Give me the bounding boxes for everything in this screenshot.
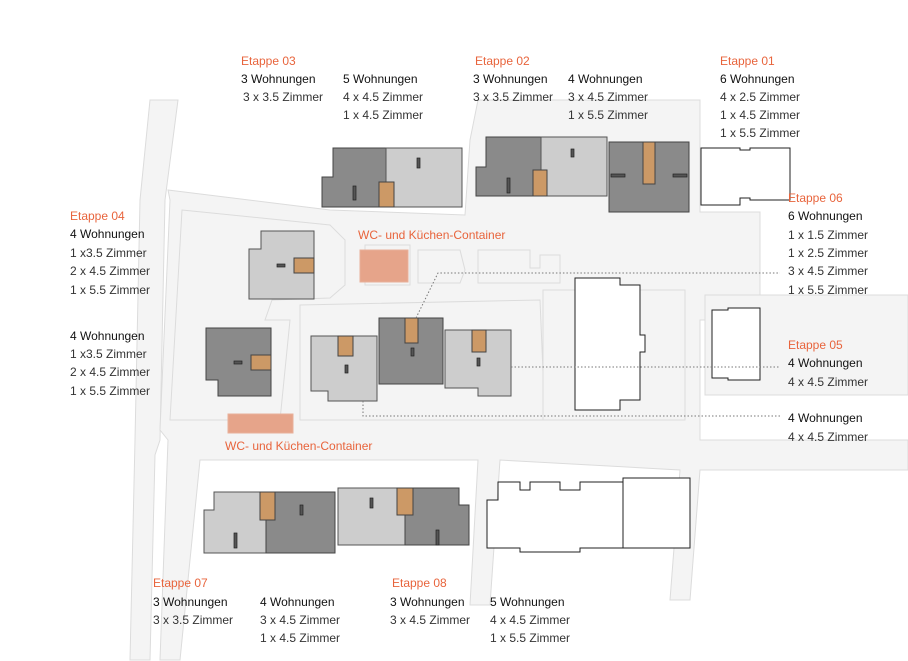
container-top: [359, 249, 409, 283]
building-e05-a: [310, 335, 378, 402]
units-e03-b: 5 Wohnungen: [343, 72, 418, 86]
container-label-top: WC- und Küchen-Container: [358, 228, 506, 242]
rooms: 3 x 4.5 Zimmer: [568, 90, 649, 104]
units-e02-b: 4 Wohnungen: [568, 72, 643, 86]
stage-title-e01: Etappe 01: [720, 54, 775, 68]
rooms: 4 x 4.5 Zimmer: [343, 90, 424, 104]
units-e03-a: 3 Wohnungen: [241, 72, 316, 86]
rooms: 1 x3.5 Zimmer: [70, 347, 147, 361]
rooms: 1 x 5.5 Zimmer: [568, 108, 649, 122]
units-e08-b: 5 Wohnungen: [490, 595, 565, 609]
rooms: 4 x 4.5 Zimmer: [490, 613, 571, 627]
leader-lines: [362, 272, 780, 417]
rooms: 2 x 4.5 Zimmer: [70, 365, 151, 379]
rooms: 1 x 5.5 Zimmer: [490, 631, 571, 645]
stage-title-e02: Etappe 02: [475, 54, 530, 68]
units-e04-b: 4 Wohnungen: [70, 329, 145, 343]
rooms: 1 x 4.5 Zimmer: [720, 108, 801, 122]
building-e02-b: [540, 136, 608, 197]
rooms: 1 x 4.5 Zimmer: [260, 631, 341, 645]
units-e02-a: 3 Wohnungen: [473, 72, 548, 86]
stage-title-e06: Etappe 06: [788, 191, 843, 205]
rooms: 1 x 5.5 Zimmer: [70, 384, 151, 398]
units-e06-a: 6 Wohnungen: [788, 209, 863, 223]
rooms: 3 x 4.5 Zimmer: [390, 613, 471, 627]
rooms: 1 x 5.5 Zimmer: [70, 283, 151, 297]
rooms: 1 x3.5 Zimmer: [70, 246, 147, 260]
building-e08-a: [337, 487, 406, 546]
units-e07-a: 3 Wohnungen: [153, 595, 228, 609]
rooms: 4 x 2.5 Zimmer: [720, 90, 801, 104]
rooms: 3 x 4.5 Zimmer: [788, 264, 869, 278]
units-e07-b: 4 Wohnungen: [260, 595, 335, 609]
rooms: 4 x 4.5 Zimmer: [788, 375, 869, 389]
rooms: 3 x 3.5 Zimmer: [473, 90, 554, 104]
units-e04-a: 4 Wohnungen: [70, 227, 145, 241]
building-e03-b: [385, 147, 463, 208]
rooms: 1 x 5.5 Zimmer: [788, 283, 869, 297]
units-e01-a: 6 Wohnungen: [720, 72, 795, 86]
stage-title-e07: Etappe 07: [153, 576, 208, 590]
stage-title-e03: Etappe 03: [241, 54, 296, 68]
rooms: 1 x 2.5 Zimmer: [788, 246, 869, 260]
containers: [227, 249, 409, 434]
stage-title-e05: Etappe 05: [788, 338, 843, 352]
rooms: 1 x 5.5 Zimmer: [720, 126, 801, 140]
units-e05-a: 4 Wohnungen: [788, 356, 863, 370]
new-buildings: [203, 136, 690, 554]
building-e08-b: [404, 487, 470, 546]
container-label-bottom: WC- und Küchen-Container: [225, 439, 373, 453]
rooms: 4 x 4.5 Zimmer: [788, 430, 869, 444]
stage-title-e08: Etappe 08: [392, 576, 447, 590]
rooms: 2 x 4.5 Zimmer: [70, 264, 151, 278]
rooms: 1 x 1.5 Zimmer: [788, 228, 869, 242]
units-e08-a: 3 Wohnungen: [390, 595, 465, 609]
stage-title-e04: Etappe 04: [70, 209, 125, 223]
rooms: 1 x 4.5 Zimmer: [343, 108, 424, 122]
units-e05-b: 4 Wohnungen: [788, 411, 863, 425]
building-e07-b: [265, 491, 336, 554]
rooms: 3 x 3.5 Zimmer: [243, 90, 324, 104]
rooms: 3 x 4.5 Zimmer: [260, 613, 341, 627]
container-bottom: [227, 413, 294, 434]
rooms: 3 x 3.5 Zimmer: [153, 613, 234, 627]
existing-buildings: [486, 147, 791, 553]
